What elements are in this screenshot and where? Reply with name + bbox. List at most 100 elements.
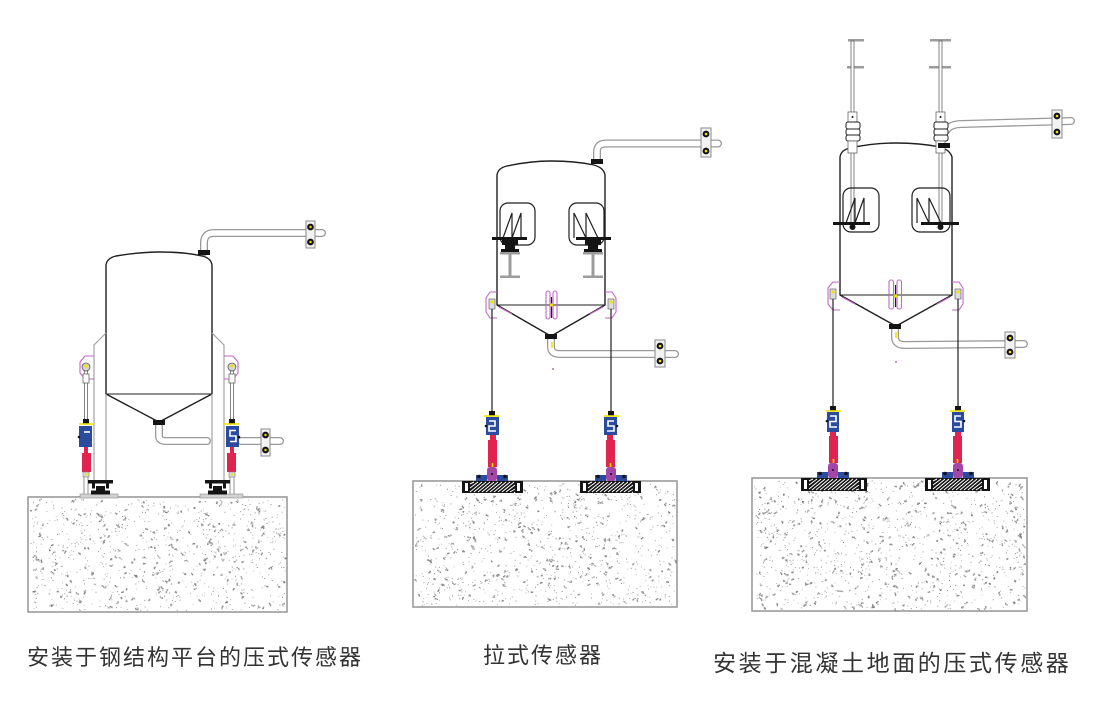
concrete-speckle <box>630 495 632 497</box>
concrete-speckle <box>888 504 890 505</box>
concrete-speckle <box>861 577 863 579</box>
concrete-speckle <box>862 506 865 509</box>
concrete-speckle <box>538 563 540 565</box>
concrete-speckle <box>175 549 177 551</box>
concrete-speckle <box>846 507 849 509</box>
concrete-speckle <box>656 586 658 588</box>
concrete-speckle <box>764 508 766 510</box>
concrete-speckle <box>515 569 517 571</box>
concrete-speckle <box>626 558 628 560</box>
outlet-pipe-inner <box>548 336 678 357</box>
concrete-speckle <box>125 599 128 602</box>
concrete-speckle <box>860 571 862 574</box>
concrete-speckle <box>38 533 41 535</box>
concrete-speckle <box>546 559 548 562</box>
concrete-speckle <box>1011 494 1014 496</box>
concrete-speckle <box>264 578 265 580</box>
concrete-speckle <box>596 546 598 547</box>
concrete-speckle <box>72 522 74 525</box>
concrete-speckle <box>40 569 42 571</box>
concrete-speckle <box>44 584 45 586</box>
concrete-speckle <box>279 532 281 534</box>
concrete-speckle <box>811 521 813 523</box>
concrete-speckle <box>248 521 250 523</box>
hatch-line <box>477 481 491 493</box>
concrete-speckle <box>504 538 506 540</box>
concrete-speckle <box>200 575 202 577</box>
concrete-speckle <box>155 572 157 574</box>
concrete-speckle <box>469 537 472 539</box>
concrete-speckle <box>188 551 190 553</box>
concrete-speckle <box>196 547 198 549</box>
concrete-speckle <box>283 593 285 595</box>
concrete-speckle <box>869 556 871 558</box>
concrete-speckle <box>81 525 83 527</box>
concrete-speckle <box>541 575 544 577</box>
concrete-speckle <box>434 598 436 600</box>
concrete-speckle <box>472 545 474 548</box>
lug-marker <box>893 294 898 298</box>
concrete-speckle <box>557 577 559 579</box>
concrete-speckle <box>595 521 597 523</box>
concrete-speckle <box>616 553 618 555</box>
concrete-speckle <box>459 594 461 596</box>
concrete-speckle <box>998 557 1000 559</box>
concrete-speckle <box>498 537 501 539</box>
concrete-speckle <box>986 533 988 536</box>
concrete-speckle <box>635 545 637 547</box>
concrete-speckle <box>73 551 75 553</box>
concrete-speckle <box>504 519 507 521</box>
concrete-speckle <box>819 504 821 507</box>
concrete-speckle <box>580 576 582 579</box>
concrete-speckle <box>674 499 675 501</box>
concrete-speckle <box>91 571 93 573</box>
concrete-speckle <box>784 532 786 535</box>
concrete-speckle <box>585 493 587 495</box>
concrete-speckle <box>931 549 933 551</box>
concrete-speckle <box>475 600 477 602</box>
concrete-speckle <box>968 553 970 555</box>
concrete-speckle <box>657 598 659 600</box>
concrete-speckle <box>497 539 499 541</box>
concrete-speckle <box>956 528 958 531</box>
concrete-speckle <box>120 577 121 579</box>
concrete-speckle <box>558 538 560 541</box>
concrete-speckle <box>776 529 778 531</box>
concrete-speckle <box>548 587 550 589</box>
concrete-speckle <box>861 606 863 608</box>
concrete-speckle <box>455 604 457 606</box>
concrete-speckle <box>819 550 821 552</box>
concrete-speckle <box>914 486 916 488</box>
concrete-speckle <box>139 534 141 536</box>
concrete-speckle <box>838 511 840 513</box>
concrete-speckle <box>981 588 982 590</box>
concrete-speckle <box>441 584 444 586</box>
concrete-speckle <box>444 589 446 591</box>
concrete-speckle <box>33 531 35 533</box>
concrete-speckle <box>1014 553 1016 555</box>
concrete-speckle <box>950 546 952 548</box>
concrete-speckle <box>103 556 105 558</box>
concrete-speckle <box>545 486 547 487</box>
concrete-speckle <box>944 567 946 569</box>
concrete-speckle <box>808 533 810 535</box>
concrete-speckle <box>807 568 809 570</box>
support-plate <box>492 237 527 240</box>
concrete-speckle <box>882 536 884 538</box>
concrete-speckle <box>619 579 621 582</box>
concrete-speckle <box>527 527 530 529</box>
concrete-speckle <box>764 527 767 529</box>
hanger-load-cell <box>845 134 861 142</box>
concrete-speckle <box>880 596 882 598</box>
concrete-speckle <box>621 508 623 510</box>
concrete-speckle <box>485 514 488 516</box>
concrete-speckle <box>964 539 966 541</box>
concrete-speckle <box>871 581 873 583</box>
concrete-speckle <box>589 557 591 559</box>
concrete-speckle <box>119 550 121 552</box>
concrete-speckle <box>78 524 80 526</box>
concrete-speckle <box>103 542 105 544</box>
concrete-speckle <box>278 595 280 597</box>
concrete-speckle <box>1018 603 1020 605</box>
concrete-speckle <box>975 577 977 579</box>
